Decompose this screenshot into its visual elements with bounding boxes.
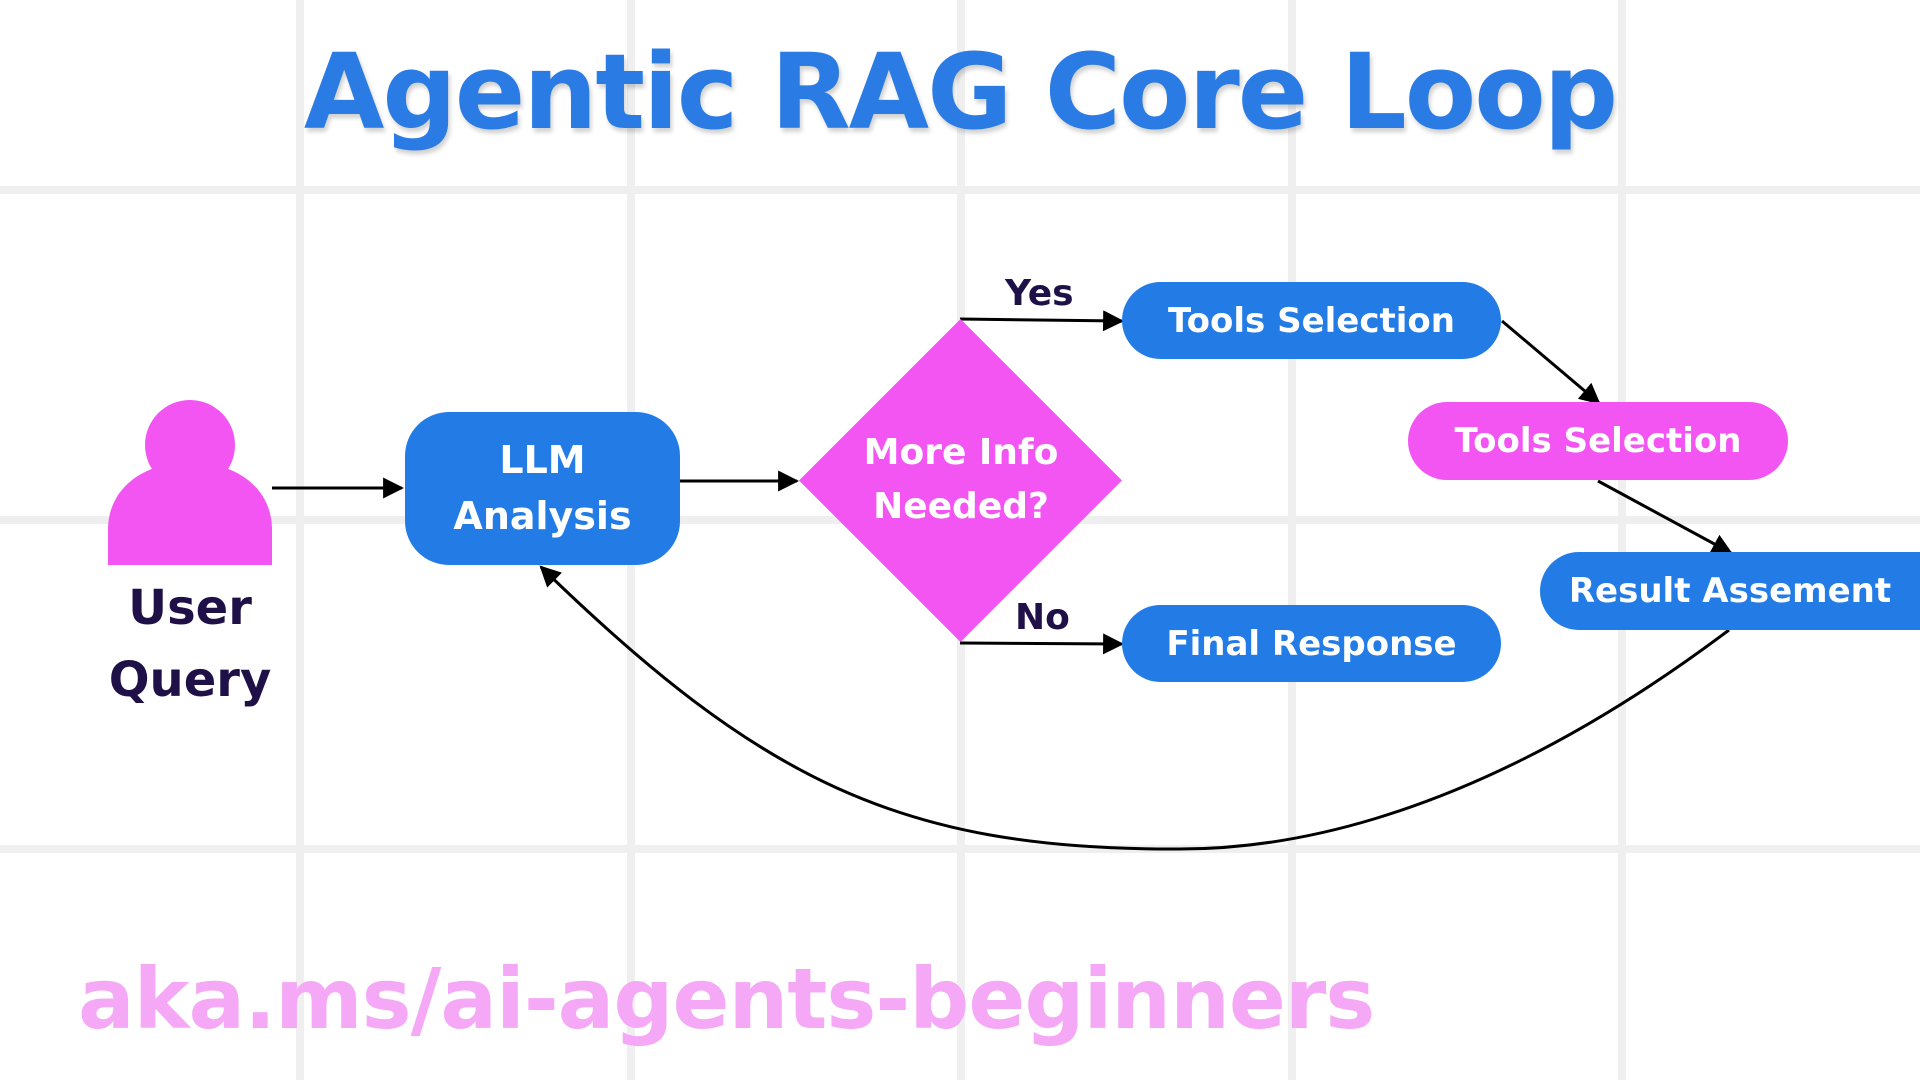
footer-link[interactable]: aka.ms/ai-agents-beginners [78, 950, 1375, 1048]
final-response-node: Final Response [1122, 605, 1501, 682]
llm-analysis-node: LLM Analysis [405, 412, 680, 565]
grid-line [296, 0, 304, 1080]
arrow-yes-to-tools-selection [959, 310, 1125, 332]
grid-line [0, 845, 1920, 853]
decision-line2: Needed? [873, 486, 1049, 527]
grid-line [0, 186, 1920, 194]
arrow-no-to-final-response [959, 633, 1125, 655]
llm-analysis-line2: Analysis [453, 493, 632, 538]
arrow-tools-to-tools [1501, 319, 1601, 405]
result-assessment-node: Result Assement [1540, 552, 1920, 630]
grid-line [1288, 0, 1296, 1080]
decision-diamond [799, 319, 1122, 642]
no-edge-label: No [1015, 597, 1070, 638]
arrow-loop-back-to-llm [539, 565, 1730, 851]
person-icon [108, 400, 272, 565]
user-query-label: User Query [90, 572, 290, 716]
arrow-tools-to-result [1597, 479, 1733, 555]
tools-selection-node: Tools Selection [1122, 282, 1501, 359]
decision-node-label: More Info Needed? [820, 410, 1102, 550]
decision-line1: More Info [863, 432, 1059, 473]
llm-analysis-line1: LLM [499, 438, 586, 483]
tools-selection-node-2: Tools Selection [1408, 402, 1788, 480]
diagram-title: Agentic RAG Core Loop [303, 31, 1618, 153]
grid-line [1618, 0, 1626, 1080]
user-label-line2: Query [108, 652, 272, 708]
user-label-line1: User [128, 580, 252, 636]
yes-edge-label: Yes [1005, 273, 1074, 314]
